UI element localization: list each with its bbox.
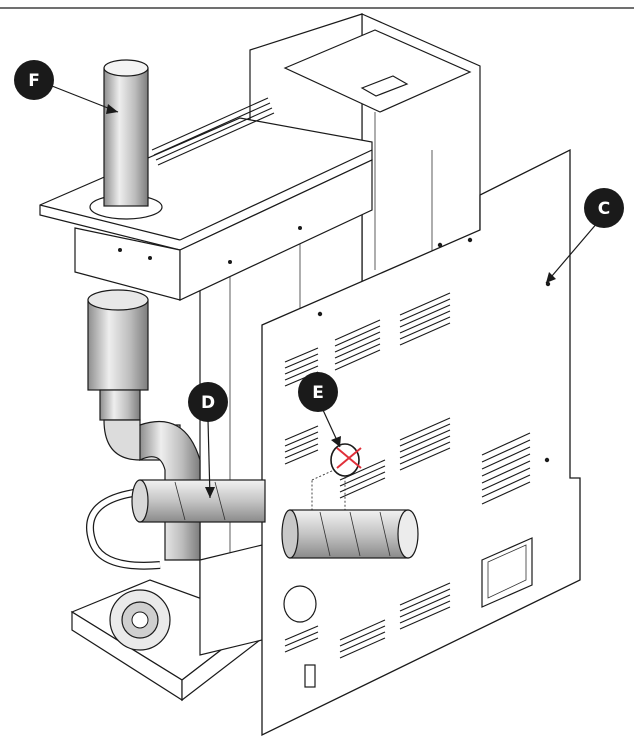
- grille-6: [399, 417, 451, 471]
- grille-9: [339, 619, 386, 659]
- callout-f-label: F: [28, 71, 40, 91]
- callout-c: C: [584, 188, 624, 228]
- vertical-duct: [86, 289, 201, 570]
- panel-grilles: [284, 292, 531, 659]
- callout-e: E: [298, 372, 338, 412]
- callout-d: D: [188, 382, 228, 422]
- knockout-hole-e: [330, 443, 362, 477]
- pipe-d: [131, 479, 419, 559]
- top-grille: [151, 97, 275, 166]
- callout-f: F: [14, 60, 54, 100]
- leader-f: [51, 85, 119, 113]
- grille-2: [334, 319, 381, 371]
- fan-base: [70, 544, 263, 702]
- top-cover: [283, 29, 472, 113]
- leader-d: [207, 419, 211, 499]
- grille-3: [399, 292, 451, 346]
- grille-4: [284, 425, 319, 465]
- callout-d-label: D: [201, 393, 215, 413]
- panel-round-hole: [283, 585, 317, 623]
- grille-7: [481, 432, 531, 505]
- leader-c: [545, 221, 599, 284]
- grille-5: [339, 459, 386, 499]
- grille-8: [399, 582, 451, 630]
- flue-pipe: [89, 59, 163, 220]
- panel-c: [261, 148, 581, 737]
- grille-10: [284, 625, 319, 653]
- callout-c-label: C: [598, 199, 610, 219]
- leader-lines: [51, 85, 599, 499]
- callout-e-label: E: [312, 383, 324, 403]
- access-hatch: [481, 537, 533, 608]
- cover-handle: [360, 75, 409, 97]
